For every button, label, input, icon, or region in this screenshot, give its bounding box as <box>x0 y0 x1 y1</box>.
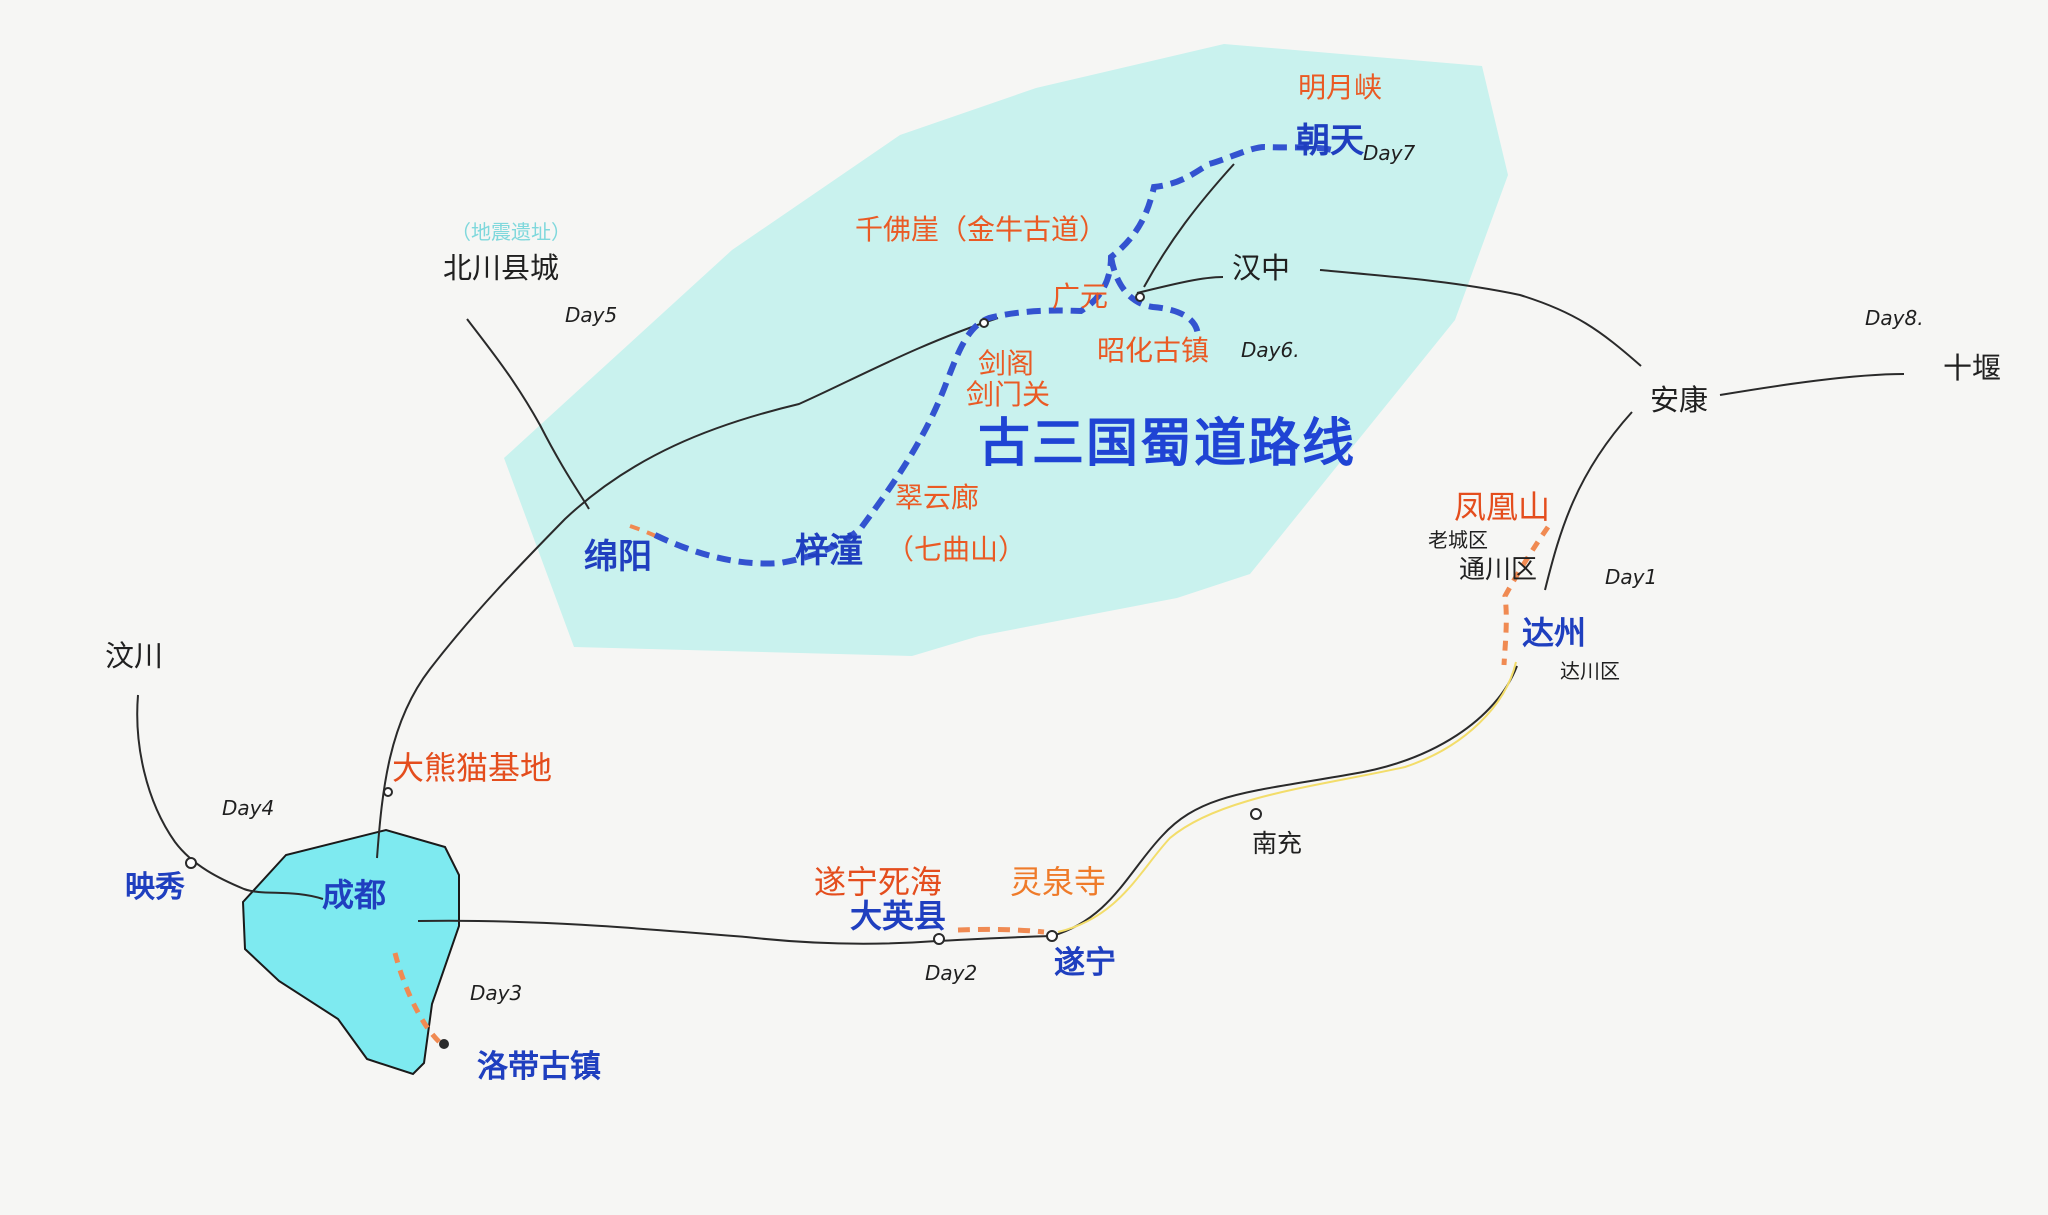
route-highlight-chengdu-luodai <box>392 952 446 1048</box>
route-ankang-shiyan <box>1719 373 1905 396</box>
label-cuiyun-lang: 翠云廊 <box>895 481 980 514</box>
label-day5: Day5 <box>565 303 618 327</box>
label-zhaohua: 昭化古镇 <box>1097 334 1210 367</box>
label-dazhou: 达州 <box>1522 614 1587 652</box>
label-mianyang: 绵阳 <box>584 537 652 577</box>
label-day2: Day2 <box>925 961 978 985</box>
label-guangyuan: 广元 <box>1052 280 1109 313</box>
route-guangyuan-chaotian-thin <box>1143 163 1235 288</box>
map-title: 古三国蜀道路线 <box>978 414 1357 474</box>
label-shiyan: 十堰 <box>1943 351 2002 385</box>
stop-marker-jiange <box>979 318 989 328</box>
stop-marker-luodai <box>439 1039 449 1049</box>
label-hanzhong: 汉中 <box>1232 251 1291 285</box>
shudao-route-guangyuan-zhaohua <box>1108 256 1201 338</box>
stop-marker-nanchong <box>1250 808 1262 820</box>
stop-marker-yingxiu <box>185 857 197 869</box>
label-day8: Day8. <box>1865 306 1924 330</box>
route-dazhou-fenghuang-ankang <box>1544 411 1633 591</box>
stop-marker-panda <box>383 787 393 797</box>
label-yingxiu: 映秀 <box>125 870 185 905</box>
label-day4: Day4 <box>222 796 275 820</box>
stop-marker-guangyuan <box>1135 292 1145 302</box>
route-guangyuan-hanzhong <box>1136 276 1224 294</box>
label-beichuan-note: （地震遗址） <box>451 220 571 244</box>
label-mingyue-xia: 明月峡 <box>1298 71 1383 104</box>
label-day7: Day7 <box>1363 141 1416 165</box>
route-beichuan-branch <box>466 318 590 510</box>
label-dachuan: 达川区 <box>1560 659 1620 683</box>
route-chengdu-mianyang-guangyuan <box>376 317 999 859</box>
shudao-route-mianyang-chaotian <box>653 144 1333 567</box>
stop-marker-daying <box>933 933 945 945</box>
label-nanchong: 南充 <box>1252 829 1303 858</box>
label-tongchuan: 通川区 <box>1459 555 1538 585</box>
route-suining-nanchong-dazhou <box>1051 665 1518 937</box>
label-jiange-2: 剑门关 <box>966 378 1051 411</box>
label-qiqu-shan: （七曲山） <box>886 533 1027 566</box>
label-beichuan: 北川县城 <box>443 251 560 285</box>
label-day3: Day3 <box>470 981 523 1005</box>
label-ankang: 安康 <box>1650 383 1709 417</box>
route-highlight-dazhou-fenghuang <box>1501 525 1551 666</box>
route-highlight-mianyang <box>629 524 665 542</box>
route-highlight-daying-suining <box>957 926 1045 935</box>
label-panda-base: 大熊猫基地 <box>392 749 553 787</box>
route-yellow-suining-dazhou <box>1057 661 1517 933</box>
route-ankang-hanzhong <box>1319 269 1642 367</box>
shudao-region <box>504 44 1508 656</box>
label-zitong: 梓潼 <box>795 531 863 571</box>
chengdu-region <box>241 828 460 1076</box>
label-luodai: 洛带古镇 <box>477 1049 601 1085</box>
label-jiange-1: 剑阁 <box>978 347 1035 380</box>
label-chengdu: 成都 <box>322 876 387 914</box>
label-suining-sihai: 遂宁死海 <box>814 863 943 901</box>
label-suining: 遂宁 <box>1054 945 1116 981</box>
label-wenchuan: 汶川 <box>105 639 164 673</box>
label-chaotian: 朝天 <box>1296 121 1364 161</box>
stop-marker-suining <box>1046 930 1058 942</box>
label-laochengqu: 老城区 <box>1428 528 1488 552</box>
label-fenghuang: 凤凰山 <box>1454 488 1551 526</box>
route-chengdu-daying-suining <box>417 919 1053 945</box>
label-day1: Day1 <box>1605 565 1658 589</box>
label-daying: 大英县 <box>850 897 947 935</box>
label-qianfo-ya: 千佛崖（金牛古道） <box>855 213 1108 246</box>
label-day6: Day6. <box>1241 338 1300 362</box>
label-lingquan: 灵泉寺 <box>1010 863 1107 901</box>
